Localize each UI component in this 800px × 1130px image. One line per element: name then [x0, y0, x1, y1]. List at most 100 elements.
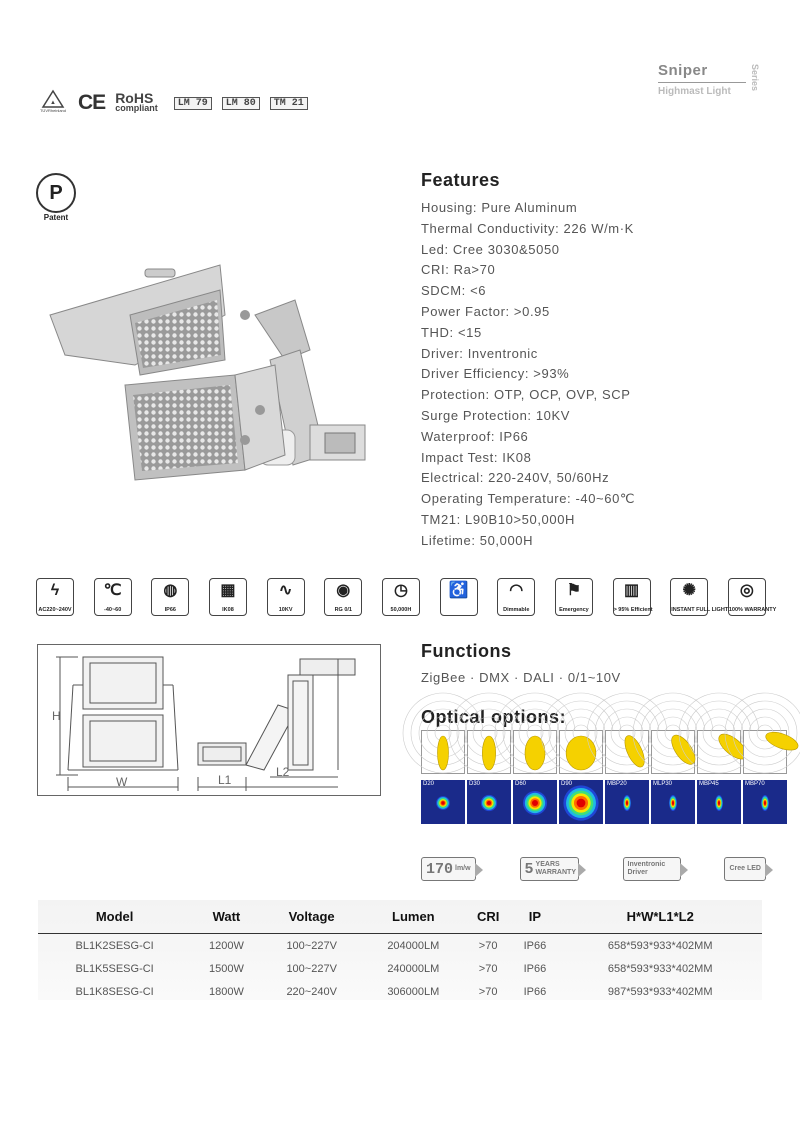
badge-caption: Cree LED: [729, 865, 761, 872]
icon-tile-label: INSTANT FULL LIGHT: [671, 607, 729, 613]
beam-polar-diagram: [724, 692, 800, 774]
table-cell: 658*593*933*402MM: [607, 962, 713, 975]
battery-icon: ▥: [624, 582, 640, 599]
beam-lobe: [524, 735, 546, 771]
beam-spot-map: MBP20: [605, 780, 649, 824]
table-cell: 100~227V: [286, 939, 337, 952]
badge-arrow-icon: [474, 863, 483, 877]
feature-item: Surge Protection: 10KV: [421, 407, 571, 423]
table-cell: >70: [478, 962, 498, 975]
performance-badge: Inventronic Driver: [622, 857, 688, 881]
dimension-drawing: H W L1 L2: [37, 644, 381, 796]
series-name: Sniper: [658, 62, 708, 79]
beam-lobe: [624, 735, 645, 768]
patent-icon: P: [36, 173, 76, 213]
feature-item: Thermal Conductivity: 226 W/m·K: [421, 220, 634, 236]
table-cell: >70: [478, 985, 498, 998]
dimension-h-label: H: [52, 709, 61, 723]
beam-spot-map: D30: [467, 780, 511, 824]
icon-tile-label: 100% WARRANTY: [728, 607, 777, 613]
table-cell: IP66: [523, 985, 547, 998]
beam-polar-diagram: [402, 692, 484, 774]
badge-value: 170: [426, 860, 454, 878]
lightning-icon: ϟ: [50, 582, 60, 599]
series-subtitle: Highmast Light: [658, 86, 731, 97]
feature-item: Electrical: 220-240V, 50/60Hz: [421, 470, 610, 486]
performance-badge: Cree LED: [724, 857, 773, 881]
beam-polar-diagram: [678, 692, 760, 774]
ce-mark: CE: [78, 91, 106, 114]
beam-spot-map: MLP30: [651, 780, 695, 824]
spot-ring: [672, 801, 674, 805]
surge-icon: ∿: [278, 582, 293, 599]
thermometer-icon: ℃: [103, 582, 122, 599]
icon-tile-label: Emergency: [559, 607, 589, 613]
rohs-title: RoHS: [115, 90, 154, 106]
feature-item: CRI: Ra>70: [421, 262, 496, 278]
beam-lobe: [671, 734, 696, 765]
feature-item: Protection: OTP, OCP, OVP, SCP: [421, 387, 631, 403]
beam-label: D60: [515, 781, 527, 787]
table-cell: IP66: [523, 962, 547, 975]
badge-arrow-icon: [764, 863, 773, 877]
beam-lobe: [565, 735, 597, 771]
icon-tile-label: 10KV: [278, 607, 293, 613]
spot-ring: [764, 801, 766, 805]
table-cell: BL1K8SESG-CI: [75, 985, 154, 998]
beam-spot-map: MBP45: [697, 780, 741, 824]
table-header-cell: Lumen: [361, 900, 465, 934]
tuv-label: TÜVRheinland: [39, 108, 66, 113]
waterproof-icon: ◍: [163, 582, 178, 599]
table-header-cell: CRI: [464, 900, 512, 934]
feature-item: Lifetime: 50,000H: [421, 532, 534, 548]
beam-lobe: [482, 735, 496, 771]
table-cell: IP66: [523, 939, 547, 952]
dimension-l1-label: L1: [218, 773, 232, 787]
table-cell: >70: [478, 939, 498, 952]
rohs-mark: RoHS compliant: [115, 90, 158, 113]
table-cell: BL1K5SESG-CI: [75, 962, 154, 975]
motion-sensor-icon: ♿: [448, 582, 469, 599]
beam-label: D20: [423, 781, 435, 787]
beam-lobe: [765, 731, 799, 751]
table-cell: 220~240V: [286, 985, 337, 998]
beam-lobe: [437, 735, 449, 771]
table-cell: 204000LM: [387, 939, 440, 952]
beam-spot-map: D90: [559, 780, 603, 824]
beam-polar-diagram: [540, 692, 622, 774]
dimension-sketch: [56, 656, 356, 791]
svg-text:▲: ▲: [50, 100, 56, 106]
table-header-cell: H*W*L1*L2: [558, 900, 762, 934]
functions-heading: Functions: [421, 641, 512, 661]
beam-label: MBP20: [607, 781, 627, 787]
series-vertical-label: Series: [750, 64, 760, 92]
table-cell: BL1K2SESG-CI: [75, 939, 154, 952]
patent-badge: P Patent: [36, 173, 76, 222]
table-cell: 658*593*933*402MM: [607, 939, 713, 952]
table-cell: 987*593*933*402MM: [607, 985, 713, 998]
feature-item: Driver: Inventronic: [421, 345, 538, 361]
spot-ring: [441, 801, 445, 805]
table-cell: 240000LM: [387, 962, 440, 975]
series-divider: [658, 82, 746, 83]
icon-tile-label: AC220~240V: [38, 607, 72, 613]
beam-label: MBP70: [745, 781, 765, 787]
feature-item: Impact Test: IK08: [421, 449, 532, 465]
feature-item: Housing: Pure Aluminum: [421, 200, 578, 215]
cert-tm21: TM 21: [269, 96, 308, 110]
patent-label: Patent: [43, 213, 69, 222]
feature-item: Driver Efficiency: >93%: [421, 366, 570, 382]
badge-value: 5: [524, 860, 534, 878]
feature-item: Power Factor: >0.95: [421, 303, 550, 319]
